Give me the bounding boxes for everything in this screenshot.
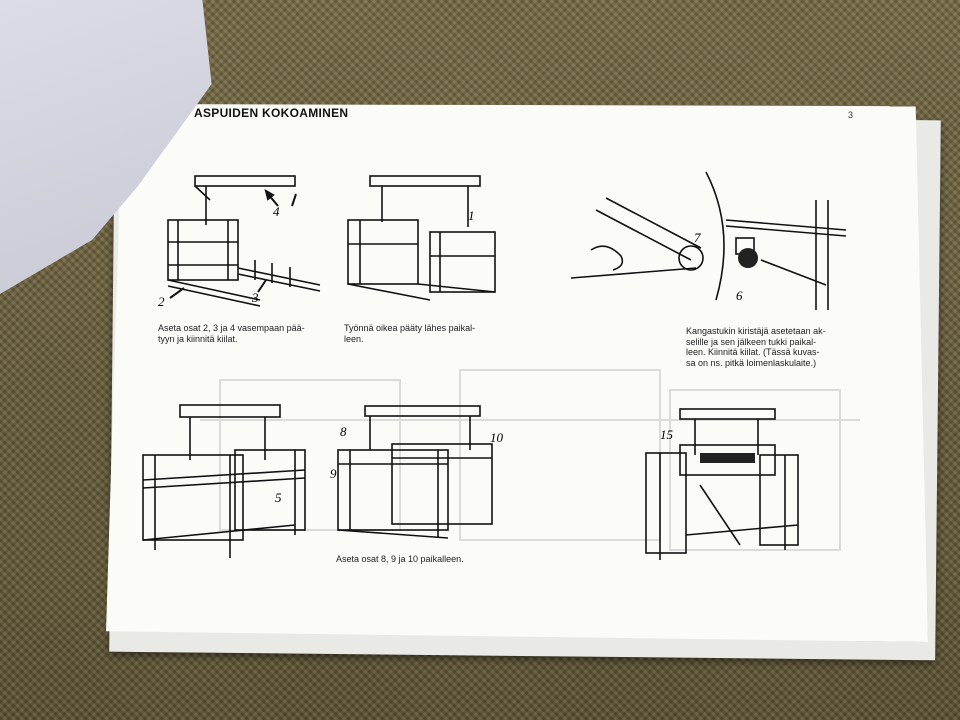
figure-label-2: 2 bbox=[158, 294, 165, 309]
figure-step4-assembled-frame: 5 bbox=[135, 400, 310, 560]
figure-step5-parts-8-9-10: 8 9 10 bbox=[330, 402, 510, 542]
page-title: ASPUIDEN KOKOAMINEN bbox=[194, 106, 349, 120]
figure-label-5: 5 bbox=[275, 490, 282, 505]
figure-label-7: 7 bbox=[694, 230, 701, 245]
caption-step1: Aseta osat 2, 3 ja 4 vasempaan pää- tyyn… bbox=[158, 323, 305, 344]
figure-step6-complete-loom: 15 bbox=[640, 405, 810, 565]
figure-label-9: 9 bbox=[330, 466, 337, 481]
page-number: 3 bbox=[848, 110, 854, 120]
caption-step4: Aseta osat 8, 9 ja 10 paikalleen. bbox=[336, 554, 464, 564]
figure-label-8: 8 bbox=[340, 424, 347, 439]
figure-step1-loom-end: 4 2 3 bbox=[150, 170, 330, 310]
figure-label-4: 4 bbox=[273, 204, 280, 219]
figure-step3-tensioner-detail: 7 6 bbox=[566, 150, 856, 315]
caption-step3: Kangastukin kiristäjä asetetaan ak- seli… bbox=[686, 326, 826, 368]
caption-step2: Työnnä oikea pääty lähes paikal- leen. bbox=[344, 323, 476, 344]
figure-label-10: 10 bbox=[490, 430, 504, 445]
figure-step2-frame: 1 bbox=[340, 172, 505, 312]
ratchet-wheel-icon bbox=[738, 248, 758, 268]
figure-label-1: 1 bbox=[468, 208, 475, 223]
figure-label-3: 3 bbox=[251, 290, 259, 305]
figure-label-15: 15 bbox=[660, 427, 674, 442]
reed-icon bbox=[700, 453, 755, 463]
instruction-sheet bbox=[106, 104, 928, 642]
figure-label-6: 6 bbox=[736, 288, 743, 303]
